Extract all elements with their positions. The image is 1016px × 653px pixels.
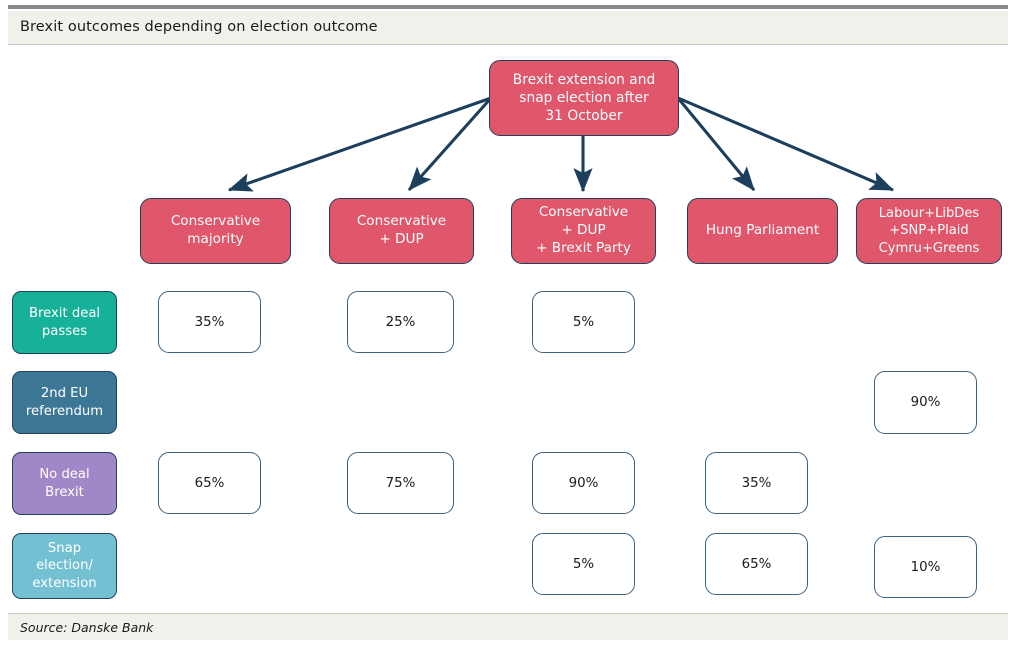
column-node-hung-parliament[interactable]: Hung Parliament [687, 198, 838, 264]
cell-snap-election-hung-parliament[interactable]: 65% [705, 533, 808, 595]
arrow-to-conservative-dup [407, 96, 493, 192]
column-node-conservative-dup[interactable]: Conservative + DUP [329, 198, 474, 264]
cell-no-deal-hung-parliament[interactable]: 35% [705, 452, 808, 514]
source-note: Source: Danske Bank [20, 620, 154, 635]
cell-brexit-deal-conservative-dup-brexit-party[interactable]: 5% [532, 291, 635, 353]
cell-brexit-deal-conservative-majority[interactable]: 35% [158, 291, 261, 353]
top-rule [8, 5, 1008, 9]
root-node[interactable]: Brexit extension and snap election after… [489, 60, 679, 136]
cell-snap-election-labour-coalition[interactable]: 10% [874, 536, 977, 598]
arrow-to-hung-parliament [676, 97, 756, 191]
arrow-to-labour-coalition [677, 96, 895, 192]
source-bar [8, 613, 1008, 640]
cell-second-referendum-labour-coalition[interactable]: 90% [874, 371, 977, 434]
cell-snap-election-conservative-dup-brexit-party[interactable]: 5% [532, 533, 635, 595]
row-label-snap-election-extension[interactable]: Snap election/ extension [12, 533, 117, 599]
column-node-conservative-majority[interactable]: Conservative majority [140, 198, 291, 264]
page-title: Brexit outcomes depending on election ou… [20, 19, 378, 35]
row-label-no-deal-brexit[interactable]: No deal Brexit [12, 452, 117, 515]
cell-no-deal-conservative-dup-brexit-party[interactable]: 90% [532, 452, 635, 514]
cell-no-deal-conservative-dup[interactable]: 75% [347, 452, 454, 514]
column-node-labour-coalition[interactable]: Labour+LibDes +SNP+Plaid Cymru+Greens [856, 198, 1002, 264]
arrow-to-conservative-majority [227, 96, 492, 192]
row-label-second-eu-referendum[interactable]: 2nd EU referendum [12, 371, 117, 434]
row-label-brexit-deal-passes[interactable]: Brexit deal passes [12, 291, 117, 354]
column-node-conservative-dup-brexit-party[interactable]: Conservative + DUP + Brexit Party [511, 198, 656, 264]
cell-brexit-deal-conservative-dup[interactable]: 25% [347, 291, 454, 353]
title-bar [8, 11, 1008, 45]
cell-no-deal-conservative-majority[interactable]: 65% [158, 452, 261, 514]
